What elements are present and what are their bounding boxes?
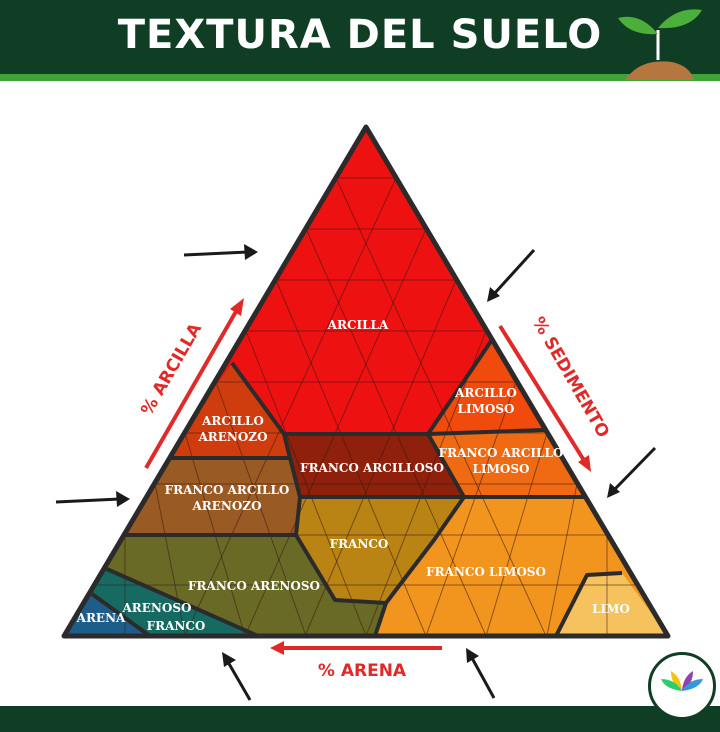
label-arcillo-arenozo-2: ARENOZO [197,430,267,444]
label-franco-arenoso: FRANCO ARENOSO [188,579,320,593]
label-arcillo-limoso-1: ARCILLO [454,386,517,400]
arrow-icon [55,244,657,701]
region-franco-arcilloso [284,434,464,497]
page-title: TEXTURA DEL SUELO [117,12,603,58]
label-franco-limoso: FRANCO LIMOSO [426,565,546,579]
label-arcilla: ARCILLA [327,318,389,332]
label-franco-arcillo-limoso-1: FRANCO ARCILLO [439,446,564,460]
label-arena: ARENA [76,611,126,625]
label-franco-arcillo-arenozo-1: FRANCO ARCILLO [165,483,290,497]
axis-arrow-sand [270,641,442,655]
label-arcillo-arenozo-1: ARCILLO [201,414,264,428]
header-bar [0,0,720,76]
region-limo [556,573,668,636]
label-franco-arcilloso: FRANCO ARCILLOSO [300,461,444,475]
axis-label-sand: % ARENA [318,661,407,681]
label-arenoso-franco-1: ARENOSO [122,601,192,615]
sprout-icon [618,9,702,80]
label-franco-arcillo-limoso-2: LIMOSO [473,462,530,476]
axis-label-clay: % ARCILLA [137,319,206,419]
brand-logo-icon [648,652,716,720]
label-franco-arcillo-arenozo-2: ARENOZO [191,499,261,513]
label-franco: FRANCO [330,537,389,551]
region-arcillo-arenozo [164,363,290,458]
region-franco [296,497,464,603]
axis-arrow-silt [498,324,591,472]
label-arcillo-limoso-2: LIMOSO [458,402,515,416]
header-stripe [0,74,720,81]
footer-bar [0,706,720,732]
label-arenoso-franco-2: FRANCO [147,619,206,633]
axis-arrow-clay [144,298,244,469]
region-franco-arcillo-limoso [428,430,584,497]
region-borders [90,326,623,636]
region-arcillo-limoso [428,328,544,434]
triangle-outline [61,124,671,639]
region-franco-arcillo-arenozo [120,458,300,535]
label-limo: LIMO [592,602,630,616]
